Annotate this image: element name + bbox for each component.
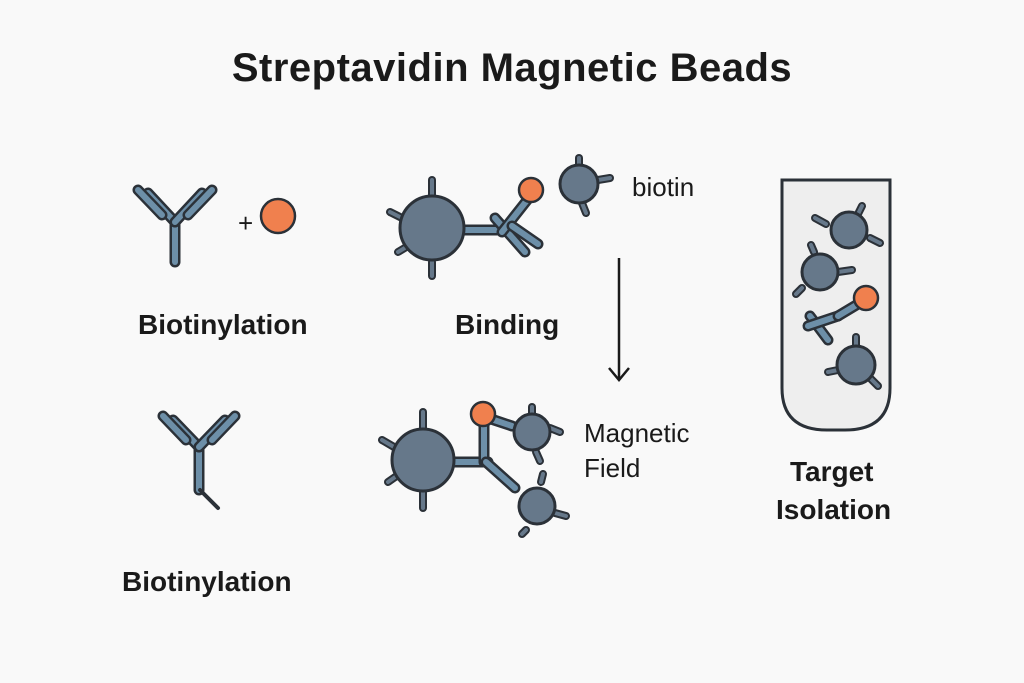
bead-complex-binding	[386, 154, 614, 280]
bead-complex-magnetic	[378, 400, 570, 538]
isolation-label: Isolation	[776, 494, 892, 525]
biotin-label: biotin	[632, 172, 695, 202]
antibody-icon-top	[132, 184, 218, 268]
antibody-icon-bottom	[157, 410, 241, 510]
biotinylation-label-bottom: Biotinylation	[122, 566, 292, 597]
test-tube-icon	[780, 178, 892, 432]
magnetic-label: Magnetic	[584, 418, 690, 448]
binding-label: Binding	[455, 309, 560, 340]
biotinylation-label-top: Biotinylation	[138, 309, 308, 340]
field-label: Field	[584, 453, 641, 483]
target-label: Target	[790, 456, 874, 487]
diagram-title: Streptavidin Magnetic Beads	[231, 46, 793, 90]
arrow-down-icon	[608, 258, 630, 382]
plus-sign: +	[238, 208, 253, 238]
biotin-icon	[259, 197, 297, 235]
